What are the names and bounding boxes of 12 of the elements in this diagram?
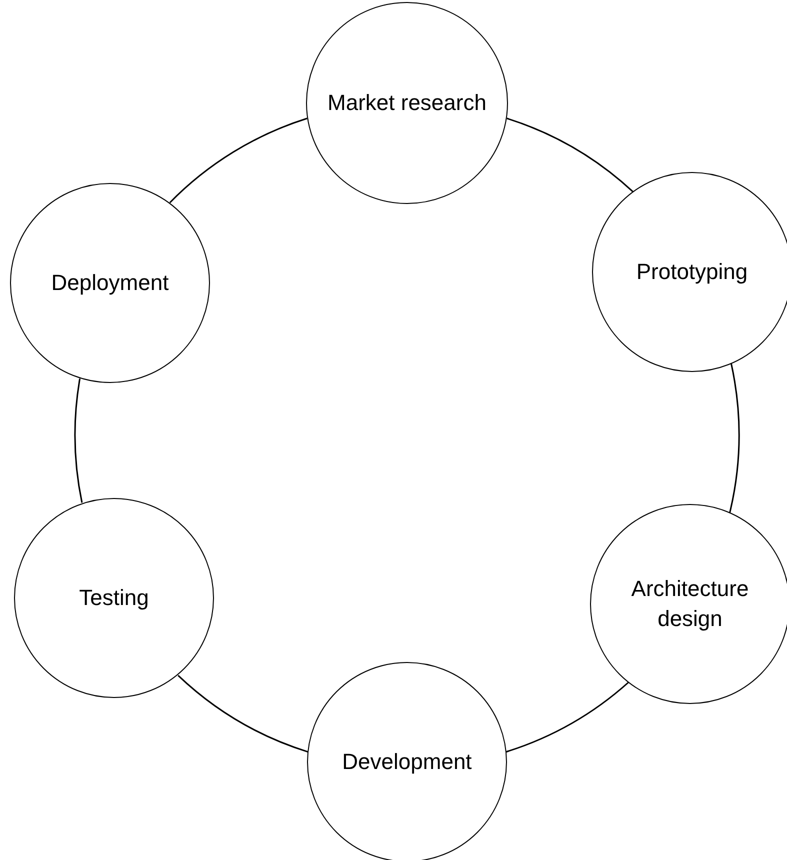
- step-label: Testing: [79, 584, 149, 612]
- connector-arc: [506, 682, 629, 753]
- connector-arc: [729, 363, 740, 513]
- step-label: Development: [342, 748, 472, 776]
- step-label: Prototyping: [636, 258, 748, 286]
- step-label: Market research: [328, 89, 486, 117]
- connector-arc: [74, 378, 83, 503]
- connector-arc: [506, 118, 634, 192]
- step-label: Architecture design: [630, 575, 750, 633]
- connector-arc: [169, 118, 308, 204]
- step-label: Deployment: [51, 269, 169, 297]
- connector-arc: [178, 674, 308, 753]
